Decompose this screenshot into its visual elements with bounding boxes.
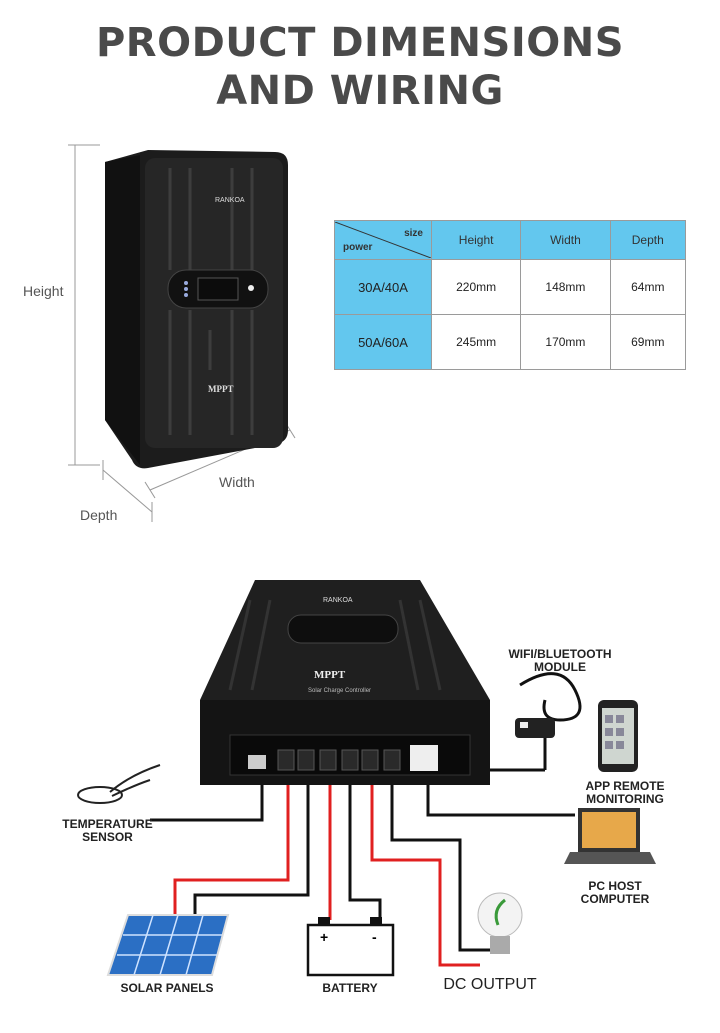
battery-minus-label: - <box>372 929 377 945</box>
width-cell: 170mm <box>520 314 611 370</box>
battery-plus-label: + <box>320 929 328 945</box>
model-logo-text: MPPT <box>208 384 234 394</box>
wifi-module-icon <box>515 672 582 738</box>
wiring-diagram: RANKOA MPPT Solar Charge Controller <box>77 580 656 977</box>
dc-output-label: DC OUTPUT <box>443 976 537 993</box>
temperature-sensor-icon <box>77 764 161 804</box>
solar-panels-label: SOLAR PANELS <box>120 981 214 995</box>
battery-label: BATTERY <box>322 981 378 995</box>
table-row: 30A/40A 220mm 148mm 64mm <box>334 259 687 315</box>
depth-label: Depth <box>80 507 118 523</box>
column-header: Height <box>430 220 522 260</box>
corner-cell: size power <box>334 220 432 260</box>
battery-negative-wire <box>348 780 382 920</box>
load-negative-wire <box>390 780 490 952</box>
column-header: Depth <box>609 220 687 260</box>
light-bulb-icon <box>477 892 523 954</box>
temp-sensor-wire <box>150 780 264 822</box>
brand-logo-text: RANKOA <box>323 597 353 604</box>
height-cell: 245mm <box>430 314 522 370</box>
laptop-icon <box>564 808 656 864</box>
battery-icon: + - <box>306 917 395 977</box>
height-label: Height <box>23 283 64 299</box>
width-label: Width <box>219 474 255 490</box>
phone-icon <box>598 700 638 772</box>
depth-cell: 64mm <box>609 259 687 315</box>
brand-logo-text: RANKOA <box>215 197 245 204</box>
table-header-row: size power Height Width Depth <box>334 220 687 260</box>
power-cell: 30A/40A <box>334 259 432 315</box>
power-cell: 50A/60A <box>334 314 432 370</box>
table-row: 50A/60A 245mm 170mm 69mm <box>334 314 687 370</box>
page-title-line1: PRODUCT DIMENSIONS <box>95 20 625 66</box>
depth-cell: 69mm <box>609 314 687 370</box>
solar-positive-wire <box>173 780 290 915</box>
column-header: Width <box>520 220 611 260</box>
wifi-module-label: WIFI/BLUETOOTH MODULE <box>508 647 612 674</box>
load-positive-wire <box>370 780 480 967</box>
page-title-line2: AND WIRING <box>216 68 504 114</box>
app-remote-label: APP REMOTE MONITORING <box>585 779 665 806</box>
temp-sensor-label: TEMPERATURE SENSOR <box>62 817 153 844</box>
corner-size-label: size <box>404 228 423 239</box>
pc-wire <box>426 785 545 817</box>
product-dimension-diagram: RANKOA MPPT <box>68 144 296 522</box>
controller-wiring-image: RANKOA MPPT Solar Charge Controller <box>200 580 490 785</box>
model-logo-text: MPPT <box>314 669 346 681</box>
width-cell: 148mm <box>520 259 611 315</box>
solar-panel-icon <box>106 914 230 976</box>
solar-negative-wire <box>193 780 310 915</box>
corner-power-label: power <box>343 242 373 253</box>
pc-host-label: PC HOST COMPUTER <box>580 879 650 906</box>
controller-front-image: RANKOA MPPT <box>105 150 288 469</box>
subtitle-logo-text: Solar Charge Controller <box>308 688 371 694</box>
height-cell: 220mm <box>430 259 522 315</box>
dimension-table: size power Height Width Depth 30A/40A 22… <box>334 220 687 370</box>
